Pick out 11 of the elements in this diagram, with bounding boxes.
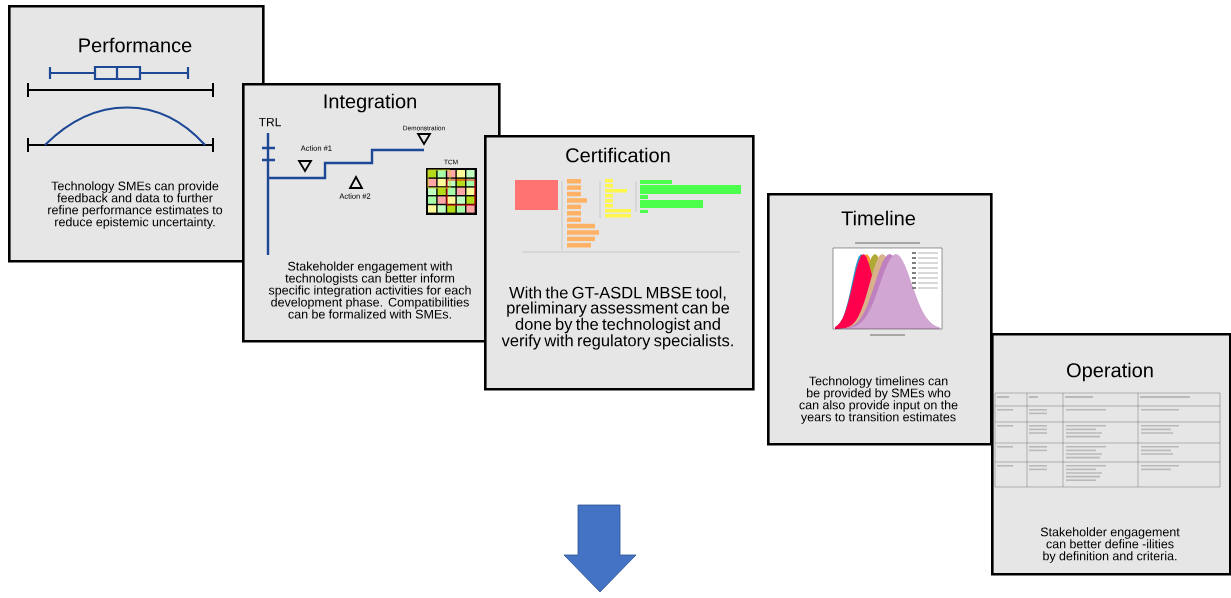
card-text: Technology timelines can be provided by SMEs who can also provide input on the years to transition estimates	[799, 376, 958, 424]
card-title: Timeline	[841, 210, 915, 226]
card-text: Technology SMEs can provide feedback and data to further refine performance estimates to reduce epistemic uncertainty.	[48, 181, 223, 229]
card-title: Integration	[324, 93, 416, 113]
card-text: Stakeholder engagement with technologists can better inform specific integration activities for each development phase. Compatibilities can be formalized with SMEs.	[268, 261, 471, 319]
card-title: Operation	[1067, 362, 1153, 382]
card-text: With the GT-ASDL MBSE tool, preliminary assessment can be done by the technologist and verify with regulatory specialists.	[501, 286, 733, 350]
card-text: Stakeholder engagement can better define -ilities by definition and criteria.	[1040, 527, 1180, 563]
card-title: Certification	[566, 147, 670, 163]
card-title: Performance	[79, 37, 192, 53]
axis-label: TRL	[258, 117, 281, 127]
